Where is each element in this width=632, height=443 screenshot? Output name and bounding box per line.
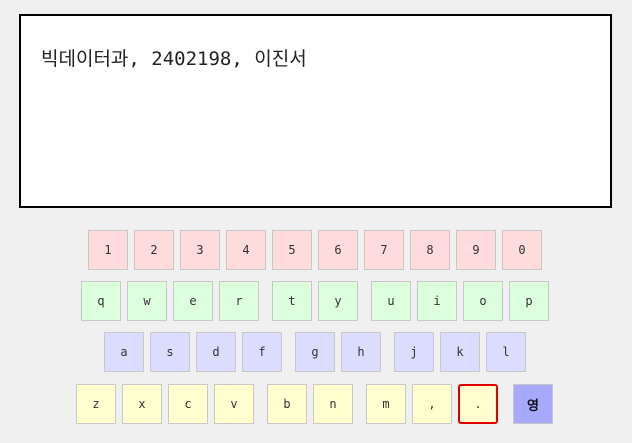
key-7[interactable]: 7 [364,230,404,270]
key-l[interactable]: l [486,332,526,372]
key-e[interactable]: e [173,281,213,321]
key-q[interactable]: q [81,281,121,321]
key-c[interactable]: c [168,384,208,424]
key-3[interactable]: 3 [180,230,220,270]
key-r[interactable]: r [219,281,259,321]
key-6[interactable]: 6 [318,230,358,270]
key-2[interactable]: 2 [134,230,174,270]
key-p[interactable]: p [509,281,549,321]
key-w[interactable]: w [127,281,167,321]
language-toggle-key[interactable]: 영 [513,384,553,424]
key-x[interactable]: x [122,384,162,424]
key-o[interactable]: o [463,281,503,321]
key-comma[interactable]: , [412,384,452,424]
key-u[interactable]: u [371,281,411,321]
key-a[interactable]: a [104,332,144,372]
key-y[interactable]: y [318,281,358,321]
key-9[interactable]: 9 [456,230,496,270]
key-t[interactable]: t [272,281,312,321]
key-5[interactable]: 5 [272,230,312,270]
key-period[interactable]: . [458,384,498,424]
key-s[interactable]: s [150,332,190,372]
key-i[interactable]: i [417,281,457,321]
key-8[interactable]: 8 [410,230,450,270]
key-m[interactable]: m [366,384,406,424]
key-1[interactable]: 1 [88,230,128,270]
display-text: 빅데이터과, 2402198, 이진서 [41,48,307,70]
key-4[interactable]: 4 [226,230,266,270]
key-j[interactable]: j [394,332,434,372]
key-v[interactable]: v [214,384,254,424]
key-z[interactable]: z [76,384,116,424]
key-f[interactable]: f [242,332,282,372]
key-b[interactable]: b [267,384,307,424]
key-g[interactable]: g [295,332,335,372]
key-k[interactable]: k [440,332,480,372]
key-0[interactable]: 0 [502,230,542,270]
key-n[interactable]: n [313,384,353,424]
key-d[interactable]: d [196,332,236,372]
text-display: 빅데이터과, 2402198, 이진서 [19,14,612,208]
key-h[interactable]: h [341,332,381,372]
